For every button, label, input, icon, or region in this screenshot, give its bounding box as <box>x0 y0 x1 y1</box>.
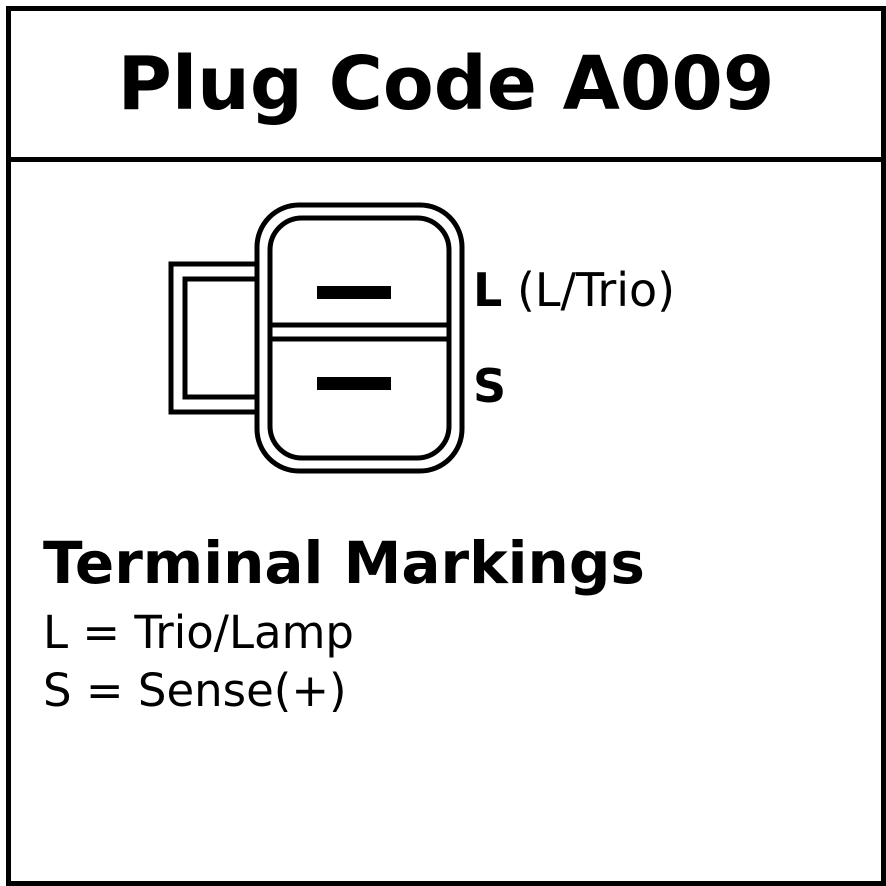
marking-line-l: L = Trio/Lamp <box>43 605 355 659</box>
terminal-markings: Terminal Markings L = Trio/Lamp S = Sens… <box>43 531 863 721</box>
pin-label-l: L (L/Trio) <box>473 267 675 313</box>
page-title: Plug Code A009 <box>117 41 775 127</box>
markings-title: Terminal Markings <box>43 529 645 597</box>
header: Plug Code A009 <box>11 11 881 162</box>
pin-code-s: S <box>473 359 507 413</box>
diagram-frame: Plug Code A009 L (L/Trio) S Terminal Mar… <box>6 6 886 886</box>
pin-code-l: L <box>473 263 503 317</box>
connector-tab-inner <box>182 276 273 400</box>
pin-label-s: S <box>473 363 506 409</box>
connector-tab-outer <box>168 261 263 415</box>
pin-slot-s <box>317 377 391 390</box>
pin-slot-l <box>317 286 391 299</box>
marking-line-s: S = Sense(+) <box>43 664 347 718</box>
connector-diagram <box>168 202 465 474</box>
pin-desc-l: (L/Trio) <box>516 263 676 317</box>
